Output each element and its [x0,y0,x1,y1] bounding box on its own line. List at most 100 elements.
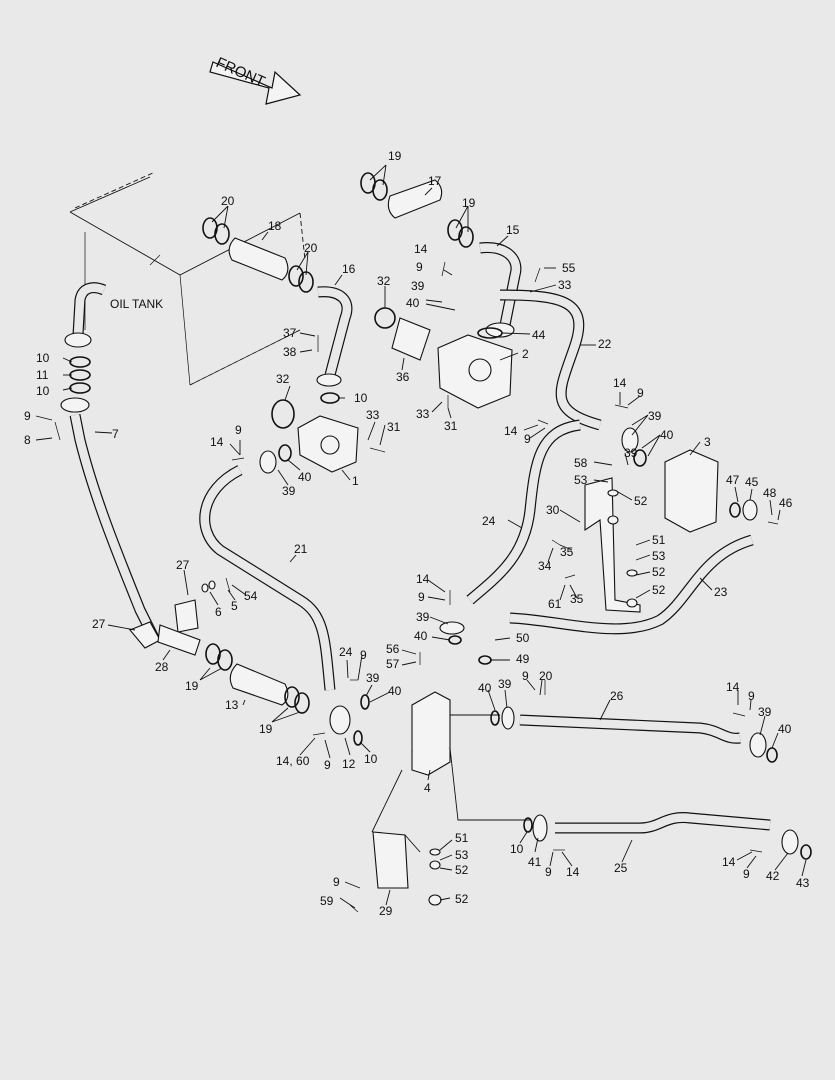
callout-44: 44 [532,328,546,342]
callout-56: 56 [386,642,400,656]
callout-31: 31 [387,420,401,434]
callout-9: 9 [522,669,529,683]
front-label: FRONT [213,54,267,91]
callout-9: 9 [524,432,531,446]
front-direction-arrow-icon: FRONT [209,54,302,105]
callout-36: 36 [396,370,410,384]
callout-33: 33 [558,278,572,292]
callout-32: 32 [276,372,290,386]
callout-14: 14 [726,680,740,694]
callout-10: 10 [510,842,524,856]
callout-51: 51 [652,533,666,547]
callout-14: 14 [210,435,224,449]
callout-7: 7 [112,427,119,441]
callout-30: 30 [546,503,560,517]
callout-40: 40 [298,470,312,484]
callout-27: 27 [176,558,190,572]
callout-54: 54 [244,589,258,603]
callout-40: 40 [778,722,792,736]
callout-29: 29 [379,904,393,918]
callout-33: 33 [416,407,430,421]
oil-tank-outline: OIL TANK [69,171,306,386]
callout-39: 39 [411,279,425,293]
callout-9: 9 [748,689,755,703]
callout-25: 25 [614,861,628,875]
callout-39: 39 [648,409,662,423]
callout-51: 51 [455,831,469,845]
callout-5: 5 [231,599,238,613]
callout-58: 58 [574,456,588,470]
callout-37: 37 [283,326,297,340]
callout-40: 40 [478,681,492,695]
callout-42: 42 [766,869,780,883]
callout-28: 28 [155,660,169,674]
callout-14: 14 [566,865,580,879]
callout-59: 59 [320,894,334,908]
callout-19: 19 [388,149,402,163]
callout-3: 3 [704,435,711,449]
callout-12: 12 [342,757,356,771]
callout-9: 9 [418,590,425,604]
callout-31: 31 [444,419,458,433]
callout-39: 39 [758,705,772,719]
components [60,307,812,906]
callout-38: 38 [283,345,297,359]
callout-52: 52 [455,863,469,877]
callout-53: 53 [652,549,666,563]
callout-49: 49 [516,652,530,666]
callout-8: 8 [24,433,31,447]
callout-20: 20 [221,194,235,208]
callout-9: 9 [360,648,367,662]
callout-52: 52 [652,565,666,579]
callout-52: 52 [455,892,469,906]
callout-11: 11 [36,368,49,382]
callout-40: 40 [406,296,420,310]
callout-15: 15 [506,223,520,237]
callout-10: 10 [36,384,50,398]
callout-18: 18 [268,219,282,233]
callout-26: 26 [610,689,624,703]
callout-39: 39 [366,671,380,685]
leader-lines [35,164,807,909]
callout-61: 61 [548,597,562,611]
callout-9: 9 [545,865,552,879]
callout-39: 39 [282,484,296,498]
callout-4: 4 [424,781,431,795]
callout-14-60: 14, 60 [276,754,310,768]
callout-34: 34 [538,559,552,573]
callout-14: 14 [416,572,430,586]
callout-9: 9 [333,875,340,889]
callout-55: 55 [562,261,576,275]
callout-14: 14 [722,855,736,869]
callout-22: 22 [598,337,612,351]
callout-40: 40 [660,428,674,442]
callout-43: 43 [796,876,810,890]
callout-numbers: 19 17 19 15 20 18 20 16 14 9 55 33 32 39… [24,149,810,918]
callout-17: 17 [428,174,442,188]
callout-19: 19 [185,679,199,693]
callout-9: 9 [235,423,242,437]
callout-24: 24 [482,514,496,528]
callout-9: 9 [24,409,31,423]
rubber-hoses [228,179,443,706]
oil-tank-label: OIL TANK [110,297,163,311]
callout-9: 9 [324,758,331,772]
callout-39: 39 [624,446,638,460]
callout-9: 9 [637,386,644,400]
callout-14: 14 [504,424,518,438]
callout-35: 35 [560,545,574,559]
callout-27: 27 [92,617,106,631]
callout-53: 53 [574,473,588,487]
callout-20: 20 [539,669,553,683]
callout-21: 21 [294,542,308,556]
callout-32: 32 [377,274,391,288]
callout-16: 16 [342,262,356,276]
callout-20: 20 [304,241,318,255]
callout-14: 14 [613,376,627,390]
callout-46: 46 [779,496,793,510]
callout-35: 35 [570,592,584,606]
callout-39: 39 [498,677,512,691]
callout-14: 14 [414,242,428,256]
